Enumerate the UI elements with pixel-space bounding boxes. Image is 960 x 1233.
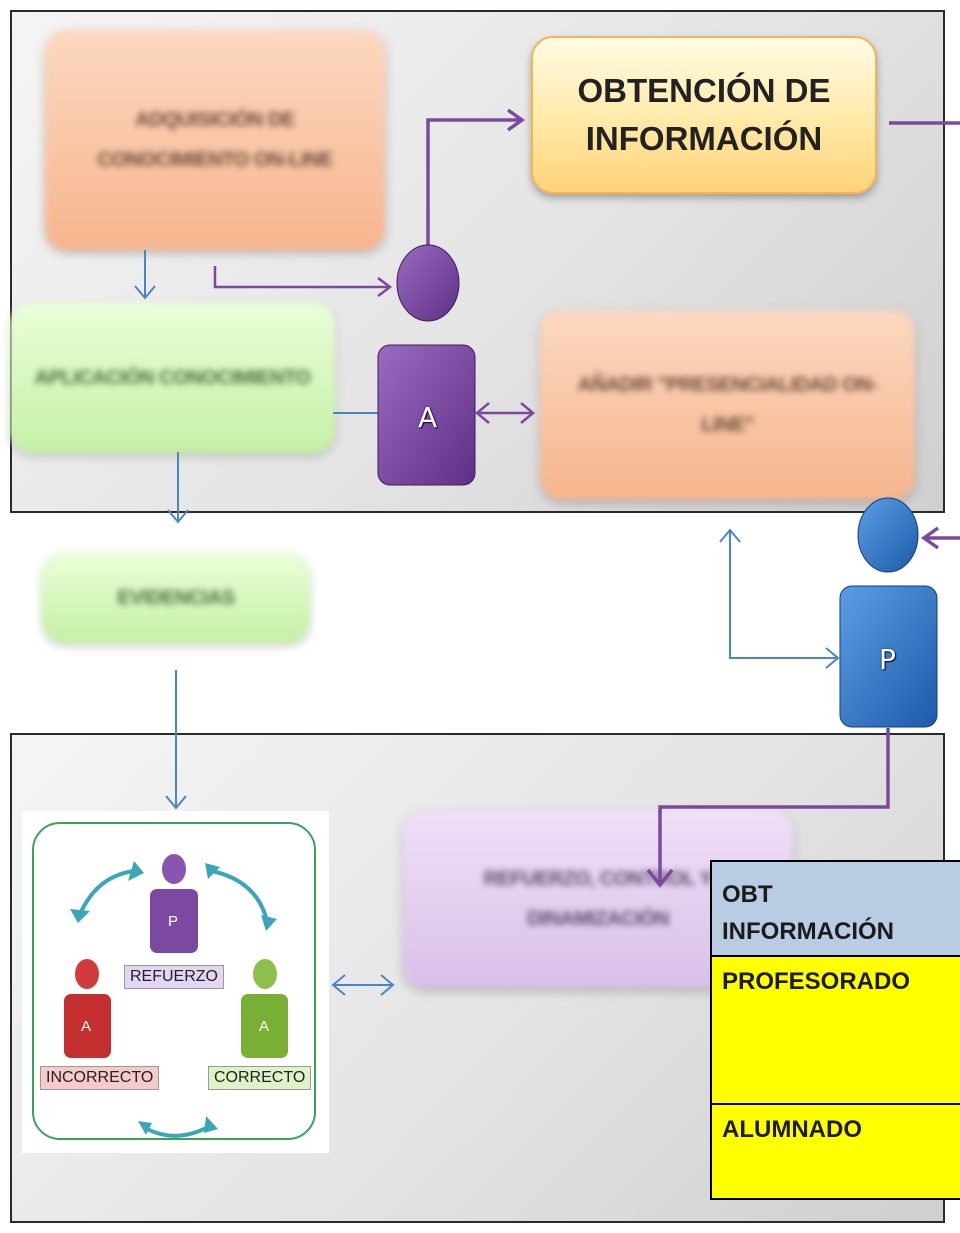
arrow-student-to-obtencion xyxy=(426,108,526,250)
inset-p-letter: P xyxy=(168,913,179,930)
teacher-body xyxy=(839,585,938,728)
inset-p-body xyxy=(150,889,198,953)
legend-header-row: OBT INFORMACIÓN xyxy=(712,862,960,957)
inset-incorrecto-tag: INCORRECTO xyxy=(40,1066,160,1090)
legend-alumnado-row: ALUMNADO xyxy=(712,1105,960,1150)
aplicacion-label: APLICACIÓN CONOCIMIENTO xyxy=(34,367,311,389)
legend-header-label: OBT INFORMACIÓN xyxy=(722,881,894,945)
aplicacion-box: APLICACIÓN CONOCIMIENTO xyxy=(10,303,335,453)
inset-a-left-head xyxy=(75,959,99,989)
feedback-cycle-graphic xyxy=(64,854,288,1138)
inset-a-right-body xyxy=(241,994,288,1058)
adquisicion-label: ADQUISICIÓN DE CONOCIMIENTO ON-LINE xyxy=(97,109,333,171)
evidencias-box: EVIDENCIAS xyxy=(42,553,310,643)
inset-refuerzo-tag: REFUERZO xyxy=(124,965,224,989)
refuerzo-label: REFUERZO, CONTROL Y DINAMIZACIÓN xyxy=(483,868,713,930)
adquisicion-box: ADQUISICIÓN DE CONOCIMIENTO ON-LINE xyxy=(45,30,385,250)
arrow-teacher-to-refuerzo xyxy=(646,728,890,888)
arrow-evidencias-to-inset xyxy=(165,670,187,810)
student-body xyxy=(377,344,476,486)
arrow-teacher-to-top-panel xyxy=(719,528,840,669)
evidencias-label: EVIDENCIAS xyxy=(117,587,235,609)
legend-alumnado-label: ALUMNADO xyxy=(722,1116,862,1143)
student-head xyxy=(396,244,460,322)
cycle-arrow-left xyxy=(78,869,135,915)
feedback-cycle-frame xyxy=(32,822,316,1140)
anadir-label: AÑADIR "PRESENCIALIDAD ON-LINE" xyxy=(577,374,878,436)
inset-p-head xyxy=(162,854,186,884)
inset-a-right-head xyxy=(253,959,277,989)
arrow-aplicacion-to-evidencias xyxy=(167,452,189,524)
student-letter: A xyxy=(418,401,438,434)
student-figure xyxy=(377,244,476,486)
cycle-arrow-bottom xyxy=(146,1124,211,1138)
feedback-cycle-picture: P A A REFUERZO INCORRECTO CORRECTO xyxy=(22,811,329,1153)
inset-a-left-letter: A xyxy=(81,1018,92,1035)
teacher-figure xyxy=(839,497,938,728)
obtencion-label: OBTENCIÓN DE INFORMACIÓN xyxy=(577,72,831,157)
inset-a-right-letter: A xyxy=(259,1018,270,1035)
cycle-arrow-right xyxy=(211,869,269,922)
inset-a-left-body xyxy=(64,994,111,1058)
teacher-letter: P xyxy=(879,643,896,676)
obtencion-box: OBTENCIÓN DE INFORMACIÓN xyxy=(531,36,877,194)
arrow-adquisicion-to-student xyxy=(213,266,393,297)
arrow-inset-refuerzo-bidirectional xyxy=(331,974,395,996)
anadir-box: AÑADIR "PRESENCIALIDAD ON-LINE" xyxy=(540,310,915,500)
legend-table: OBT INFORMACIÓN PROFESORADO ALUMNADO xyxy=(710,860,960,1200)
teacher-head xyxy=(857,497,919,573)
arrow-adquisicion-to-aplicacion xyxy=(134,250,156,300)
arrow-into-teacher xyxy=(920,526,960,550)
legend-profesorado-label: PROFESORADO xyxy=(722,968,911,995)
legend-profesorado-row: PROFESORADO xyxy=(712,957,960,1105)
inset-correcto-tag: CORRECTO xyxy=(208,1066,312,1090)
arrow-student-anadir-bidirectional xyxy=(475,402,535,424)
